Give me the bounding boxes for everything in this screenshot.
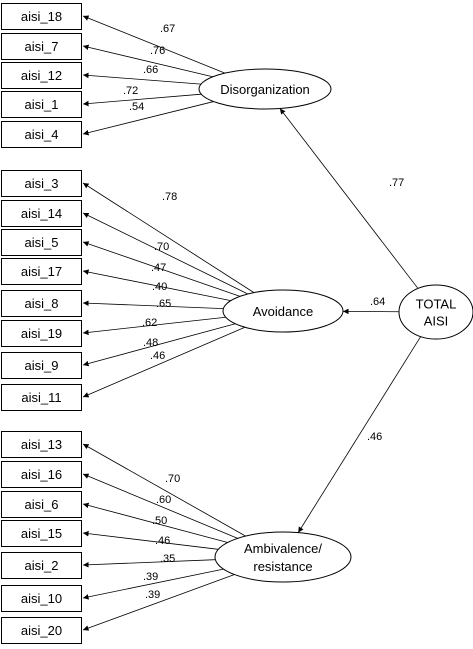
higher-loading-value-disorg: .77	[389, 177, 404, 189]
indicator-aisi_1: aisi_1	[2, 92, 82, 118]
higher-order-factor-ellipse	[399, 285, 473, 339]
higher-loading-value-ambiv: .46	[367, 431, 382, 443]
indicator-label: aisi_17	[21, 264, 62, 279]
indicator-aisi_16: aisi_16	[2, 462, 82, 488]
indicator-aisi_4: aisi_4	[2, 122, 82, 148]
loading-arrow	[83, 327, 245, 397]
indicator-label: aisi_16	[21, 467, 62, 482]
loading-value: .46	[155, 535, 170, 547]
loading-value: .46	[150, 350, 165, 362]
higher-order-factor-label-1: AISI	[424, 314, 449, 329]
loading-value: .39	[143, 571, 158, 583]
indicator-label: aisi_11	[21, 390, 61, 405]
loading-value: .62	[142, 317, 157, 329]
indicator-label: aisi_3	[25, 176, 59, 191]
latent-factor-disorg: Disorganization	[199, 69, 331, 109]
loading-value: .60	[156, 494, 171, 506]
latent-factor-avoid-label-0: Avoidance	[253, 304, 313, 319]
indicator-label: aisi_18	[21, 9, 62, 24]
indicator-label: aisi_14	[21, 206, 62, 221]
higher-loading-value-avoid: .64	[370, 296, 385, 308]
latent-factor-ambiv-label-0: Ambivalence/	[244, 541, 322, 556]
indicator-label: aisi_13	[21, 437, 62, 452]
loading-value: .66	[143, 64, 158, 76]
loading-value: .47	[151, 262, 166, 274]
indicator-label: aisi_7	[25, 39, 59, 54]
indicator-aisi_15: aisi_15	[2, 521, 82, 547]
indicator-aisi_3: aisi_3	[2, 171, 82, 197]
loading-value: .40	[152, 281, 167, 293]
loading-value: .70	[165, 473, 180, 485]
indicator-label: aisi_6	[25, 497, 59, 512]
indicator-aisi_11: aisi_11	[2, 385, 82, 411]
latent-factor-disorg-label-0: Disorganization	[220, 82, 310, 97]
loading-value: .35	[160, 553, 175, 565]
indicator-aisi_8: aisi_8	[2, 291, 82, 317]
loading-arrow	[83, 560, 215, 565]
indicator-aisi_12: aisi_12	[2, 63, 82, 89]
latent-factor-ambiv: Ambivalence/resistance	[215, 532, 351, 582]
indicator-aisi_18: aisi_18	[2, 4, 82, 30]
loading-arrow	[83, 533, 218, 549]
higher-loading-arrow-ambiv	[298, 337, 420, 533]
loading-value: .48	[143, 337, 158, 349]
higher-order-factor: TOTAL AISI	[399, 285, 473, 339]
loading-arrow	[83, 474, 238, 538]
loading-value: .76	[150, 45, 165, 57]
loading-arrow	[83, 575, 235, 630]
indicator-aisi_10: aisi_10	[2, 586, 82, 612]
indicator-aisi_14: aisi_14	[2, 201, 82, 227]
indicator-aisi_5: aisi_5	[2, 230, 82, 256]
loading-value: .65	[156, 298, 171, 310]
indicator-aisi_19: aisi_19	[2, 321, 82, 347]
indicator-label: aisi_4	[25, 127, 59, 142]
loading-value: .72	[123, 85, 138, 97]
indicator-label: aisi_20	[21, 623, 62, 638]
latent-factor-avoid: Avoidance	[223, 290, 343, 332]
loading-arrow	[83, 102, 214, 134]
indicator-label: aisi_2	[25, 558, 59, 573]
indicator-label: aisi_1	[25, 97, 59, 112]
loading-arrow	[83, 75, 201, 84]
indicator-aisi_17: aisi_17	[2, 259, 82, 285]
indicator-label: aisi_5	[25, 235, 59, 250]
indicator-aisi_6: aisi_6	[2, 492, 82, 518]
loading-value: .70	[154, 241, 169, 253]
indicator-label: aisi_8	[25, 296, 59, 311]
loading-value: .50	[152, 515, 167, 527]
indicator-aisi_9: aisi_9	[2, 353, 82, 379]
loading-value: .54	[129, 101, 144, 113]
indicator-aisi_2: aisi_2	[2, 553, 82, 579]
indicator-aisi_13: aisi_13	[2, 432, 82, 458]
latent-factor-ambiv-label-1: resistance	[253, 559, 312, 574]
indicator-label: aisi_10	[21, 591, 62, 606]
loading-arrow	[83, 303, 223, 309]
indicator-label: aisi_12	[21, 68, 62, 83]
higher-loading-arrow-disorg	[280, 108, 418, 288]
loading-value: .39	[145, 589, 160, 601]
indicator-label: aisi_19	[21, 326, 62, 341]
loading-value: .67	[160, 23, 175, 35]
indicator-aisi_7: aisi_7	[2, 34, 82, 60]
indicator-label: aisi_15	[21, 526, 62, 541]
indicator-label: aisi_9	[25, 358, 59, 373]
higher-order-factor-label-0: TOTAL	[416, 297, 457, 312]
latent-factor-ambiv-ellipse	[215, 532, 351, 582]
loading-value: .78	[162, 191, 177, 203]
indicator-aisi_20: aisi_20	[2, 618, 82, 644]
